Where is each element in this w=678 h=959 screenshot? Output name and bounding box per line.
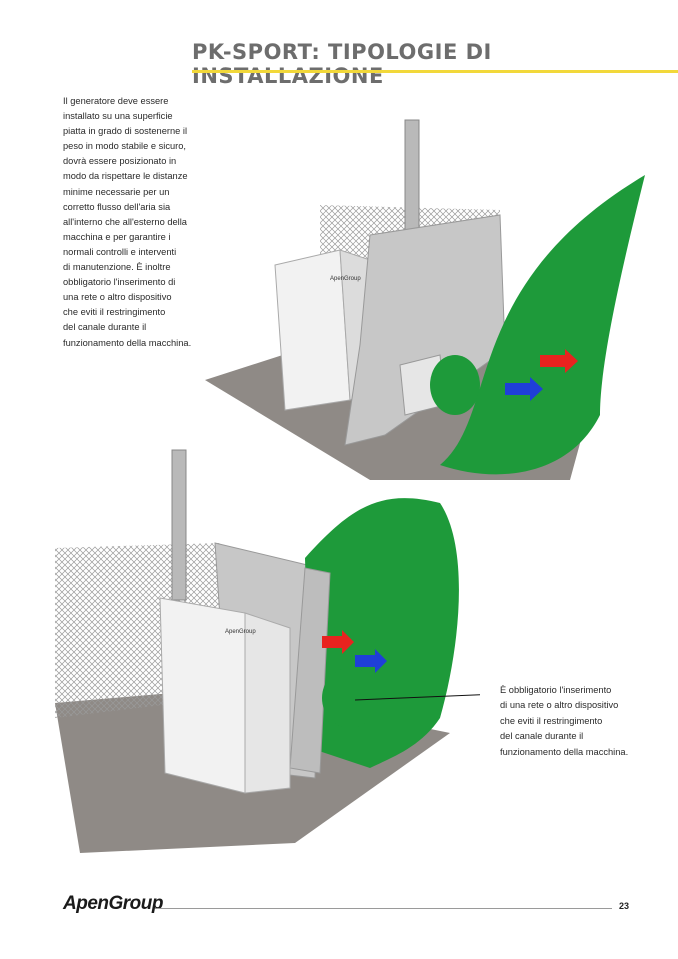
text-line: una rete o altro dispositivo — [63, 292, 172, 303]
text-line: che eviti il restringimento — [63, 307, 166, 318]
green-sheet — [305, 498, 459, 768]
apengroup-logo: ApenGroup — [63, 893, 164, 914]
chimney — [404, 119, 420, 241]
intro-paragraph: Il generatore deve essere installato su … — [63, 94, 213, 351]
chimney — [171, 449, 187, 601]
callout-text: È obbligatorio l'inserimento di una rete… — [500, 683, 628, 760]
text-line: funzionamento della macchina. — [63, 337, 192, 348]
title-underline — [192, 70, 678, 73]
text-line: del canale durante il — [63, 322, 147, 333]
text-line: funzionamento della macchina. — [500, 746, 629, 757]
duct — [322, 668, 378, 728]
text-line: normali controlli e interventi — [63, 246, 177, 257]
text-line: che eviti il restringimento — [500, 715, 603, 726]
unit-brand-label: ApenGroup — [225, 629, 256, 635]
red-arrow-icon — [540, 349, 578, 373]
text-line: macchina e per garantire i — [63, 231, 171, 242]
installation-illustration-top: ApenGroup — [205, 119, 645, 480]
installation-illustration-bottom: ApenGroup — [55, 449, 480, 853]
green-sheet — [440, 175, 645, 475]
text-line: di una rete o altro dispositivo — [500, 700, 619, 711]
duct — [430, 355, 480, 415]
callout-pointer — [354, 694, 480, 701]
heater-unit — [159, 597, 246, 794]
text-line: minime necessarie per un — [63, 186, 170, 197]
text-line: di manutenzione. È inoltre — [63, 262, 171, 273]
footer-divider — [155, 908, 612, 909]
blue-arrow-icon — [355, 649, 387, 673]
text-line: piatta in grado di sostenerne il — [63, 126, 188, 137]
text-line: peso in modo stabile e sicuro, — [63, 141, 186, 152]
text-line: modo da rispettare le distanze — [63, 171, 188, 182]
text-line: all'interno che all'esterno della — [63, 216, 187, 227]
concrete-wall — [344, 214, 506, 446]
text-line: del canale durante il — [500, 731, 584, 742]
text-line: obbligatorio l'inserimento di — [63, 277, 176, 288]
heater-unit — [274, 249, 351, 411]
page-title: PK-SPORT: TIPOLOGIE DI INSTALLAZIONE — [192, 40, 492, 88]
text-line: dovrà essere posizionato in — [63, 156, 177, 167]
text-line: corretto flusso dell'aria sia — [63, 201, 171, 212]
unit-brand-label: ApenGroup — [330, 276, 361, 282]
text-line: È obbligatorio l'inserimento — [500, 685, 612, 695]
blue-arrow-icon — [505, 377, 543, 401]
page-number: 23 — [619, 901, 630, 911]
text-line: installato su una superficie — [63, 111, 173, 122]
red-arrow-icon — [322, 630, 354, 654]
text-line: Il generatore deve essere — [63, 96, 169, 106]
